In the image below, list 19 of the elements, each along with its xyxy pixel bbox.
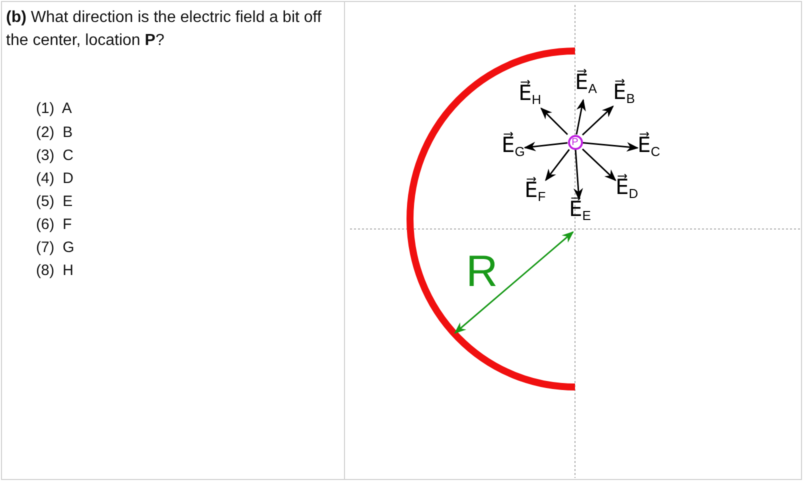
- answer-option: (5) E: [36, 193, 73, 210]
- answer-option: (4) D: [36, 170, 74, 187]
- arrow: [545, 149, 570, 182]
- answer-option: (3) C: [36, 147, 74, 164]
- arrow: [576, 98, 586, 135]
- answer-option: (7) G: [36, 239, 74, 256]
- answer-option: (2) B: [36, 124, 73, 141]
- arrow: [573, 149, 584, 200]
- answer-option: (1) A: [36, 100, 72, 117]
- arrow: [540, 107, 568, 136]
- question-text: (b) What direction is the electric field a bit off the center, location P?: [6, 8, 322, 51]
- answer-option: (8) H: [36, 262, 74, 279]
- point-marker: P: [568, 134, 582, 150]
- radius-label: R: [466, 250, 498, 294]
- answer-option: (6) F: [36, 216, 72, 233]
- arrow: [582, 106, 614, 136]
- arrow: [524, 142, 568, 152]
- arrow: [582, 142, 639, 152]
- arrow: [582, 148, 616, 182]
